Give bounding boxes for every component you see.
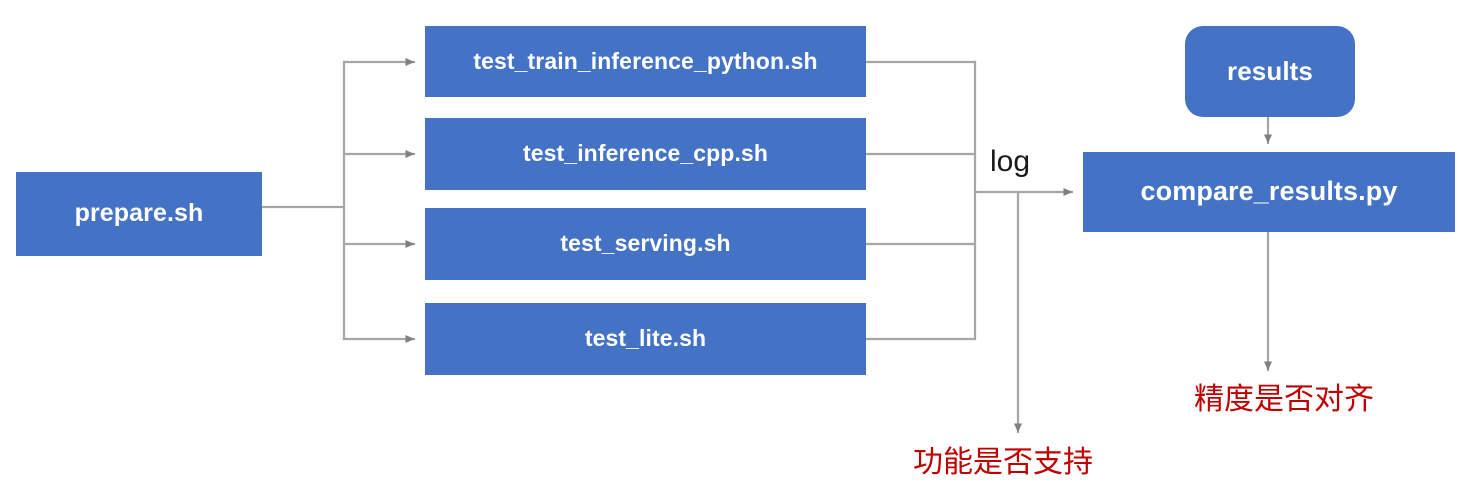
node-test-lite-sh[interactable]: test_lite.sh	[425, 303, 866, 375]
node-prepare-sh[interactable]: prepare.sh	[16, 172, 262, 256]
node-test-train-inference-python-sh[interactable]: test_train_inference_python.sh	[425, 26, 866, 97]
node-compare-results-py[interactable]: compare_results.py	[1083, 152, 1455, 232]
edge-label-log: log	[990, 145, 1031, 178]
annotation-function-supported: 功能是否支持	[913, 446, 1093, 479]
node-results[interactable]: results	[1185, 26, 1355, 117]
node-test-inference-cpp-sh[interactable]: test_inference_cpp.sh	[425, 118, 866, 190]
annotation-precision-aligned: 精度是否对齐	[1194, 383, 1374, 416]
node-test-serving-sh[interactable]: test_serving.sh	[425, 208, 866, 280]
